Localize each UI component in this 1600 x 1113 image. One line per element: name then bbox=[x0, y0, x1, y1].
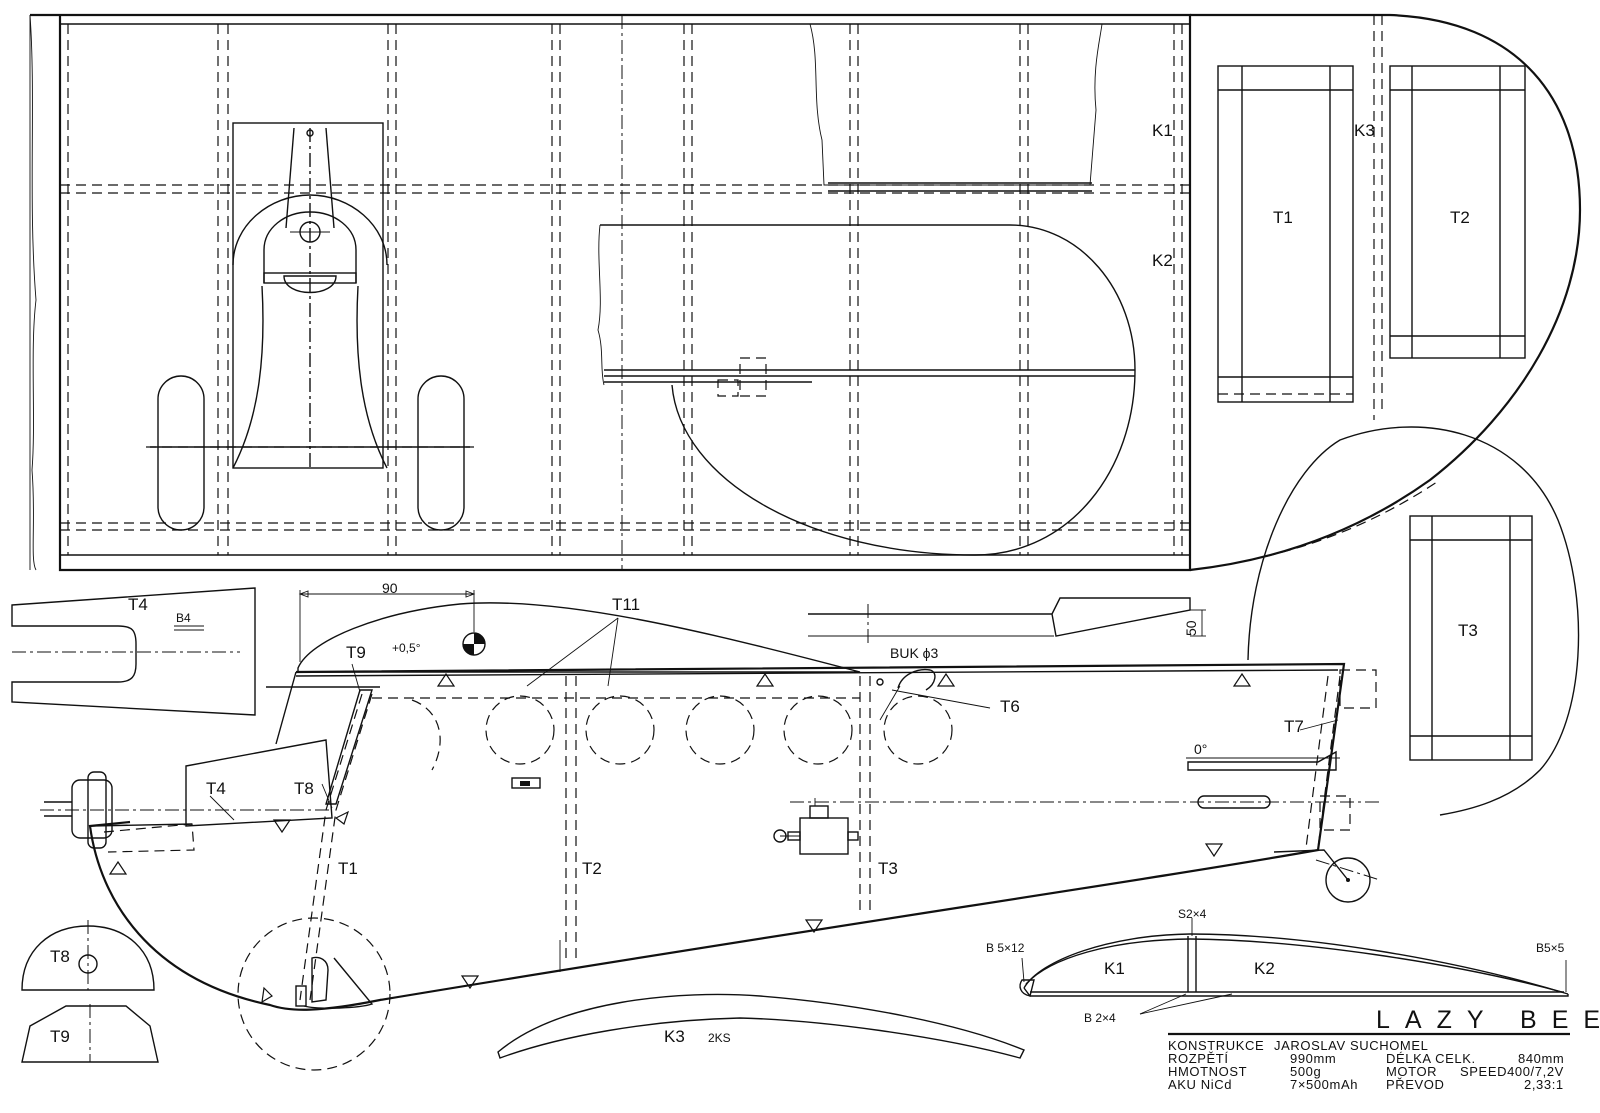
spec-motor-label: MOTOR bbox=[1386, 1064, 1437, 1079]
spec-battery-label: AKU NiCd bbox=[1168, 1077, 1232, 1092]
label-buk: BUK ϕ3 bbox=[890, 645, 939, 661]
label-k3: K3 bbox=[1354, 121, 1375, 140]
label-t7: T7 bbox=[1284, 717, 1304, 736]
part-labels: K1 K2 K3 T1 T2 T3 T4 B4 90 T11 T9 +0,5° … bbox=[50, 121, 1565, 1046]
label-t9-side: T9 bbox=[346, 643, 366, 662]
label-k3-rib: K3 bbox=[664, 1027, 685, 1046]
former-t1-detail bbox=[1217, 65, 1354, 403]
former-t4-detail bbox=[11, 587, 256, 716]
label-k1: K1 bbox=[1152, 121, 1173, 140]
label-s2x4: S2×4 bbox=[1178, 907, 1207, 921]
spec-span-value: 990mm bbox=[1290, 1051, 1336, 1066]
fuselage-side-view bbox=[40, 590, 1381, 1071]
spec-length-label: DÉLKA CELK. bbox=[1386, 1051, 1476, 1066]
front-view bbox=[146, 122, 474, 531]
label-b5x12: B 5×12 bbox=[986, 941, 1025, 955]
spec-gear-label: PŘEVOD bbox=[1386, 1077, 1445, 1092]
wing-tip bbox=[1189, 13, 1582, 572]
label-t9-detail: T9 bbox=[50, 1027, 70, 1046]
label-t1-side: T1 bbox=[338, 859, 358, 878]
label-t11: T11 bbox=[612, 595, 640, 614]
rib-k1-k2-section bbox=[1019, 918, 1569, 1015]
spec-motor-value: SPEED400/7,2V bbox=[1460, 1064, 1564, 1079]
label-t4-detail: T4 bbox=[128, 595, 148, 614]
tailplane-top-view bbox=[597, 224, 1136, 556]
spec-length-value: 840mm bbox=[1518, 1051, 1564, 1066]
wing-planform bbox=[29, 13, 1192, 572]
spec-author-label: KONSTRUKCE bbox=[1168, 1038, 1264, 1053]
spec-battery-value: 7×500mAh bbox=[1290, 1077, 1358, 1092]
label-t1-top: T1 bbox=[1273, 208, 1293, 227]
fin-side-view bbox=[1247, 426, 1580, 816]
label-b5x5: B5×5 bbox=[1536, 941, 1565, 955]
label-dim-50: 50 bbox=[1183, 620, 1199, 636]
label-t8-side: T8 bbox=[294, 779, 314, 798]
spec-weight-value: 500g bbox=[1290, 1064, 1321, 1079]
label-t2-side: T2 bbox=[582, 859, 602, 878]
spec-span-label: ROZPĚTÍ bbox=[1168, 1051, 1229, 1066]
rib-k3-detail bbox=[497, 993, 1025, 1059]
label-b2x4: B 2×4 bbox=[1084, 1011, 1116, 1025]
spec-author-value: JAROSLAV SUCHOMEL bbox=[1274, 1038, 1428, 1053]
title-and-specs: LAZY BEE KONSTRUKCE JAROSLAV SUCHOMEL RO… bbox=[1168, 1006, 1600, 1092]
label-t4-side: T4 bbox=[206, 779, 226, 798]
spec-gear-value: 2,33:1 bbox=[1524, 1077, 1564, 1092]
alignment-marks bbox=[108, 672, 1252, 1004]
label-k3-count: 2KS bbox=[708, 1031, 731, 1045]
label-t2-top: T2 bbox=[1450, 208, 1470, 227]
label-k1-section: K1 bbox=[1104, 959, 1125, 978]
label-b4: B4 bbox=[176, 611, 191, 625]
label-incidence: +0,5° bbox=[392, 641, 421, 655]
label-t3-fin: T3 bbox=[1458, 621, 1478, 640]
former-t8-detail bbox=[21, 920, 155, 991]
label-t8-detail: T8 bbox=[50, 947, 70, 966]
former-t2-detail bbox=[1389, 65, 1526, 359]
label-k2: K2 bbox=[1152, 251, 1173, 270]
label-k2-section: K2 bbox=[1254, 959, 1275, 978]
label-zero-deg: 0° bbox=[1194, 741, 1207, 757]
label-t6: T6 bbox=[1000, 697, 1020, 716]
label-t3-side: T3 bbox=[878, 859, 898, 878]
label-dim-90: 90 bbox=[382, 580, 398, 596]
stab-wedge-detail bbox=[808, 597, 1206, 646]
former-t9-detail bbox=[21, 1004, 159, 1063]
spec-weight-label: HMOTNOST bbox=[1168, 1064, 1247, 1079]
drawing-title: LAZY BEE bbox=[1376, 1006, 1600, 1034]
